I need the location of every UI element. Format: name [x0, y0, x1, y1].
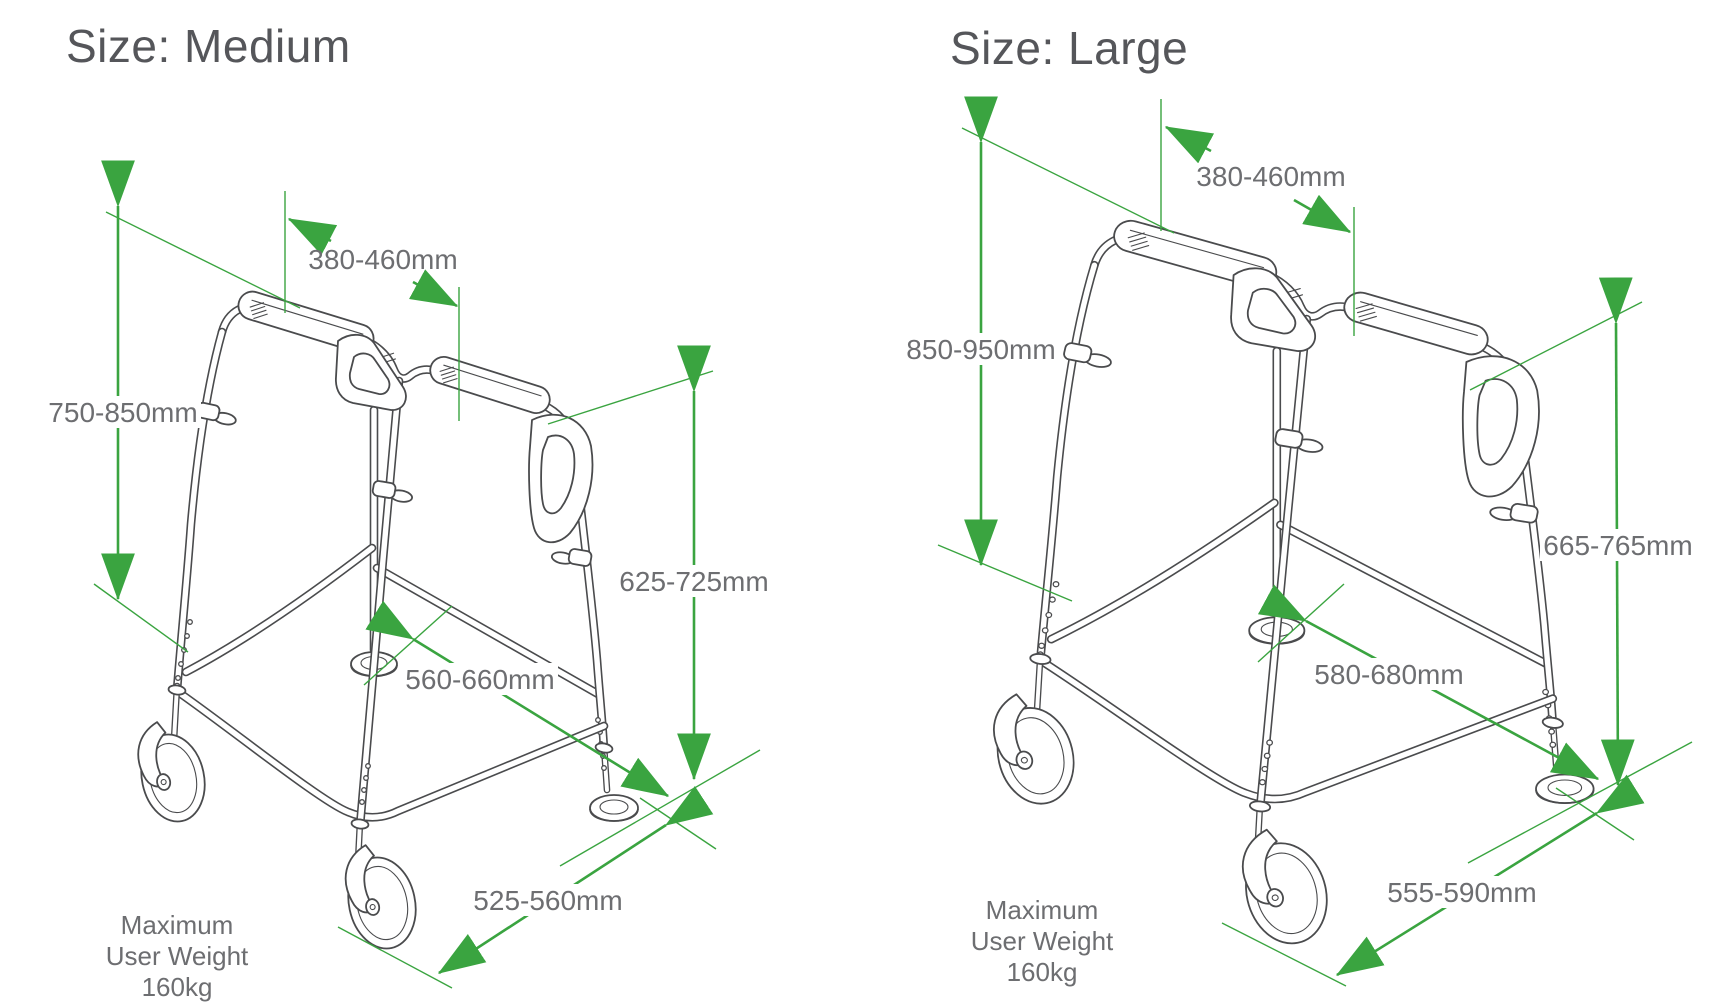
label-backing — [45, 396, 201, 428]
ground-line — [1467, 741, 1693, 864]
label-backing — [903, 333, 1059, 365]
dimension-base-width-large: 555-590mm — [1221, 774, 1645, 987]
label-backing — [1311, 658, 1467, 690]
dimension-arrow — [1257, 584, 1600, 781]
dimension-arrow — [1164, 125, 1215, 164]
ground-line — [1221, 922, 1347, 987]
reference-line — [93, 583, 189, 653]
dimension-label-armrest-height-medium: 625-725mm — [619, 566, 768, 597]
dimension-label-handle-height-medium: 750-850mm — [48, 397, 197, 428]
ground-line — [337, 926, 453, 989]
dimension-handle-height-large: 850-950mm — [903, 96, 1175, 602]
walker-illustration-medium — [131, 288, 638, 955]
dimension-handle-height-medium: 750-850mm — [45, 160, 301, 653]
panel-title-large: Size: Large — [950, 22, 1188, 74]
weight-note-line: User Weight — [971, 926, 1114, 956]
dimension-label-top-width-large: 380-460mm — [1196, 161, 1345, 192]
dimension-base-width-medium: 525-560mm — [337, 785, 717, 989]
dimension-arrow — [1293, 194, 1352, 234]
dimension-label-base-width-medium: 525-560mm — [473, 885, 622, 916]
label-backing — [1540, 529, 1696, 561]
dimension-label-armrest-height-large: 665-765mm — [1543, 530, 1692, 561]
dimension-label-top-width-medium: 380-460mm — [308, 244, 457, 275]
label-backing — [402, 663, 558, 695]
dimension-label-depth-large: 580-680mm — [1314, 659, 1463, 690]
reference-line — [639, 797, 717, 850]
dimension-arrow — [287, 217, 338, 256]
max-user-weight-note-large: Maximum User Weight 160kg — [971, 895, 1114, 987]
dimension-label-base-width-large: 555-590mm — [1387, 877, 1536, 908]
weight-note-line: Maximum — [121, 910, 234, 940]
reference-line — [961, 127, 1175, 234]
reference-line — [937, 544, 1073, 602]
dimension-arrow — [408, 269, 459, 308]
label-backing — [616, 565, 772, 597]
label-backing — [1384, 876, 1540, 908]
weight-note-line: 160kg — [1007, 957, 1078, 987]
panel-title-medium: Size: Medium — [66, 20, 351, 72]
reference-line — [105, 211, 301, 309]
dimension-label-depth-medium: 560-660mm — [405, 664, 554, 695]
reference-line — [547, 370, 714, 425]
dimension-top-width-large: 380-460mm — [1160, 99, 1355, 336]
dimension-label-handle-height-large: 850-950mm — [906, 334, 1055, 365]
weight-note-line: 160kg — [142, 972, 213, 1002]
dimension-depth-medium: 560-660mm — [363, 600, 670, 798]
dimension-depth-large: 580-680mm — [1257, 583, 1600, 781]
label-backing — [470, 884, 626, 916]
dimension-top-width-medium: 380-460mm — [284, 191, 460, 421]
max-user-weight-note-medium: Maximum User Weight 160kg — [106, 910, 249, 1002]
weight-note-line: User Weight — [106, 941, 249, 971]
weight-note-line: Maximum — [986, 895, 1099, 925]
dimension-armrest-height-large: 665-765mm — [1467, 277, 1696, 864]
walker-illustration-large — [985, 217, 1594, 950]
